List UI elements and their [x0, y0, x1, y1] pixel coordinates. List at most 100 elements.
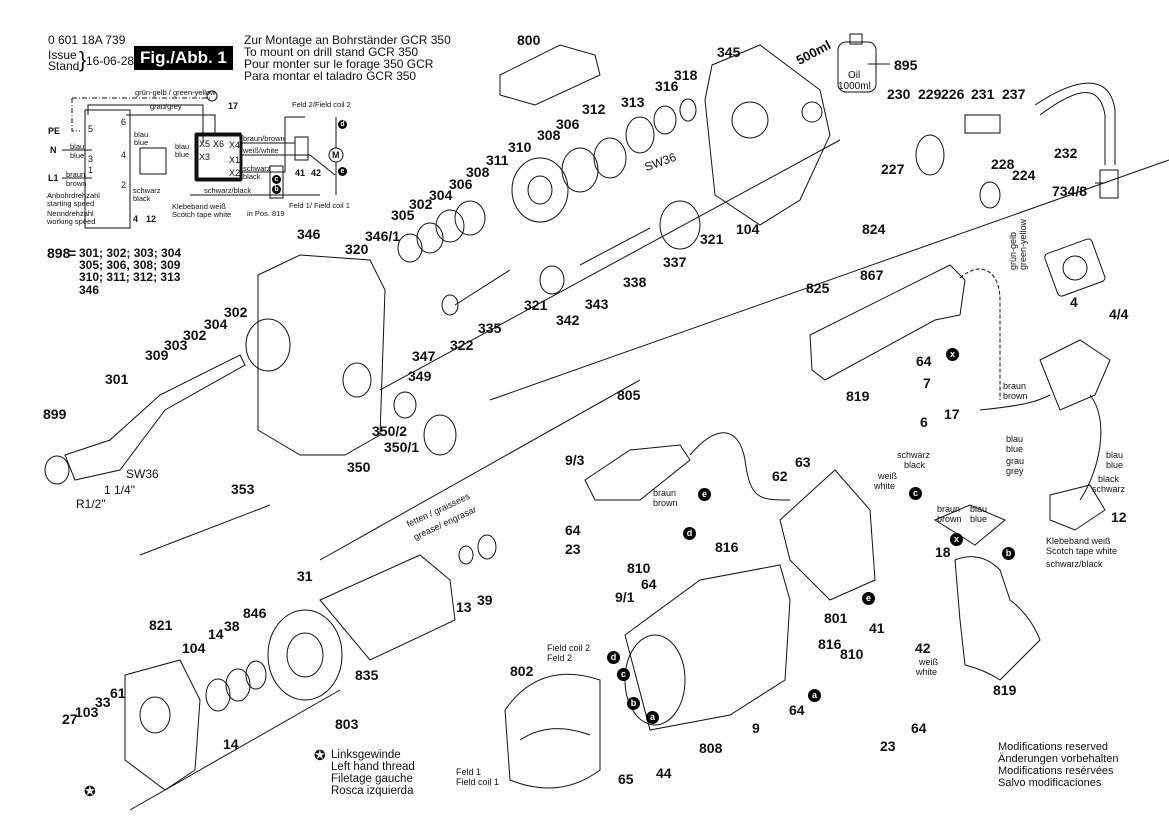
part-label-302[interactable]: 302	[409, 196, 433, 212]
part-label-38[interactable]: 38	[224, 618, 240, 634]
part-label-12[interactable]: 12	[1111, 509, 1127, 525]
part-label-237[interactable]: 237	[1002, 86, 1026, 102]
part-label-867[interactable]: 867	[860, 267, 884, 283]
part-label-318[interactable]: 318	[674, 67, 698, 83]
part-label-62[interactable]: 62	[772, 468, 788, 484]
part-label-343[interactable]: 343	[585, 296, 609, 312]
part-label-309[interactable]: 309	[145, 347, 169, 363]
part-label-846[interactable]: 846	[243, 605, 267, 621]
part-label-825[interactable]: 825	[806, 280, 830, 296]
part-label-18[interactable]: 18	[935, 544, 951, 560]
part-label-346[interactable]: 346	[297, 226, 321, 242]
part-label-4[interactable]: 4	[1070, 294, 1078, 310]
part-label-320[interactable]: 320	[345, 241, 369, 257]
part-label-349[interactable]: 349	[408, 368, 432, 384]
part-label-61[interactable]: 61	[110, 685, 126, 701]
part-label-9-3[interactable]: 9/3	[565, 452, 585, 468]
part-label-6[interactable]: 6	[920, 414, 928, 430]
part-label-337[interactable]: 337	[663, 254, 687, 270]
part-label-228[interactable]: 228	[991, 156, 1015, 172]
part-label-41[interactable]: 41	[869, 620, 885, 636]
part-label-4-4[interactable]: 4/4	[1109, 306, 1129, 322]
part-label-308[interactable]: 308	[537, 127, 561, 143]
part-label-64[interactable]: 64	[911, 720, 927, 736]
part-label-322[interactable]: 322	[450, 337, 474, 353]
part-label-821[interactable]: 821	[149, 617, 173, 633]
part-label-321[interactable]: 321	[700, 231, 724, 247]
part-label-301[interactable]: 301	[105, 371, 129, 387]
part-label-338[interactable]: 338	[623, 274, 647, 290]
part-label-305[interactable]: 305	[391, 207, 415, 223]
part-label-824[interactable]: 824	[862, 221, 886, 237]
part-label-800[interactable]: 800	[517, 32, 541, 48]
part-label-353[interactable]: 353	[231, 481, 255, 497]
part-label-306[interactable]: 306	[556, 116, 580, 132]
part-label-104[interactable]: 104	[182, 640, 206, 656]
part-label-9[interactable]: 9	[752, 720, 760, 736]
part-label-306[interactable]: 306	[449, 176, 473, 192]
part-label-895[interactable]: 895	[894, 57, 918, 73]
part-label-350-2[interactable]: 350/2	[372, 423, 408, 439]
part-label-226[interactable]: 226	[941, 86, 965, 102]
part-label-819[interactable]: 819	[993, 682, 1017, 698]
part-label-231[interactable]: 231	[971, 86, 995, 102]
part-label-308[interactable]: 308	[466, 164, 490, 180]
part-label-816[interactable]: 816	[818, 636, 842, 652]
part-label-345[interactable]: 345	[717, 44, 741, 60]
part-label-810[interactable]: 810	[627, 560, 651, 576]
part-label-224[interactable]: 224	[1012, 167, 1036, 183]
part-label-311[interactable]: 311	[486, 152, 509, 168]
part-label-42[interactable]: 42	[915, 640, 931, 656]
part-label-346-1[interactable]: 346/1	[365, 228, 401, 244]
part-label-316[interactable]: 316	[655, 78, 679, 94]
part-label-14[interactable]: 14	[208, 626, 224, 642]
part-label-313[interactable]: 313	[621, 94, 645, 110]
part-label-303[interactable]: 303	[164, 337, 188, 353]
part-label-14[interactable]: 14	[223, 736, 239, 752]
part-label-33[interactable]: 33	[95, 694, 111, 710]
part-label-13[interactable]: 13	[456, 599, 472, 615]
part-label-805[interactable]: 805	[617, 387, 641, 403]
part-label-304[interactable]: 304	[429, 187, 453, 203]
part-label-310[interactable]: 310	[508, 139, 532, 155]
part-label-232[interactable]: 232	[1054, 145, 1078, 161]
part-label-64[interactable]: 64	[641, 576, 657, 592]
part-label-819[interactable]: 819	[846, 388, 870, 404]
part-label-64[interactable]: 64	[789, 702, 805, 718]
part-label-734-8[interactable]: 734/8	[1052, 183, 1088, 199]
part-label-227[interactable]: 227	[881, 161, 905, 177]
part-label-312[interactable]: 312	[582, 101, 606, 117]
part-label-816[interactable]: 816	[715, 539, 739, 555]
part-label-335[interactable]: 335	[478, 320, 502, 336]
part-label-44[interactable]: 44	[656, 765, 672, 781]
part-label-835[interactable]: 835	[355, 667, 379, 683]
part-label-302[interactable]: 302	[224, 304, 248, 320]
part-label-17[interactable]: 17	[944, 406, 960, 422]
part-label-23[interactable]: 23	[880, 738, 896, 754]
part-label-230[interactable]: 230	[887, 86, 911, 102]
part-label-229[interactable]: 229	[918, 86, 942, 102]
part-label-810[interactable]: 810	[840, 646, 864, 662]
part-label-302[interactable]: 302	[183, 327, 207, 343]
part-label-104[interactable]: 104	[736, 221, 760, 237]
part-label-802[interactable]: 802	[510, 663, 534, 679]
part-label-350[interactable]: 350	[347, 459, 371, 475]
part-label-350-1[interactable]: 350/1	[384, 439, 420, 455]
part-label-103[interactable]: 103	[75, 704, 99, 720]
part-label-7[interactable]: 7	[923, 375, 931, 391]
part-label-64[interactable]: 64	[565, 522, 581, 538]
part-label-31[interactable]: 31	[297, 568, 313, 584]
part-label-342[interactable]: 342	[556, 312, 580, 328]
part-label-803[interactable]: 803	[335, 716, 359, 732]
part-label-65[interactable]: 65	[618, 771, 634, 787]
part-label-899[interactable]: 899	[43, 406, 67, 422]
part-label-9-1[interactable]: 9/1	[615, 589, 635, 605]
part-label-321[interactable]: 321	[524, 297, 548, 313]
part-label-63[interactable]: 63	[795, 454, 811, 470]
part-label-304[interactable]: 304	[204, 316, 228, 332]
part-label-27[interactable]: 27	[62, 711, 78, 727]
part-label-808[interactable]: 808	[699, 740, 723, 756]
part-label-23[interactable]: 23	[565, 541, 581, 557]
part-label-347[interactable]: 347	[412, 348, 436, 364]
part-label-64[interactable]: 64	[916, 353, 932, 369]
